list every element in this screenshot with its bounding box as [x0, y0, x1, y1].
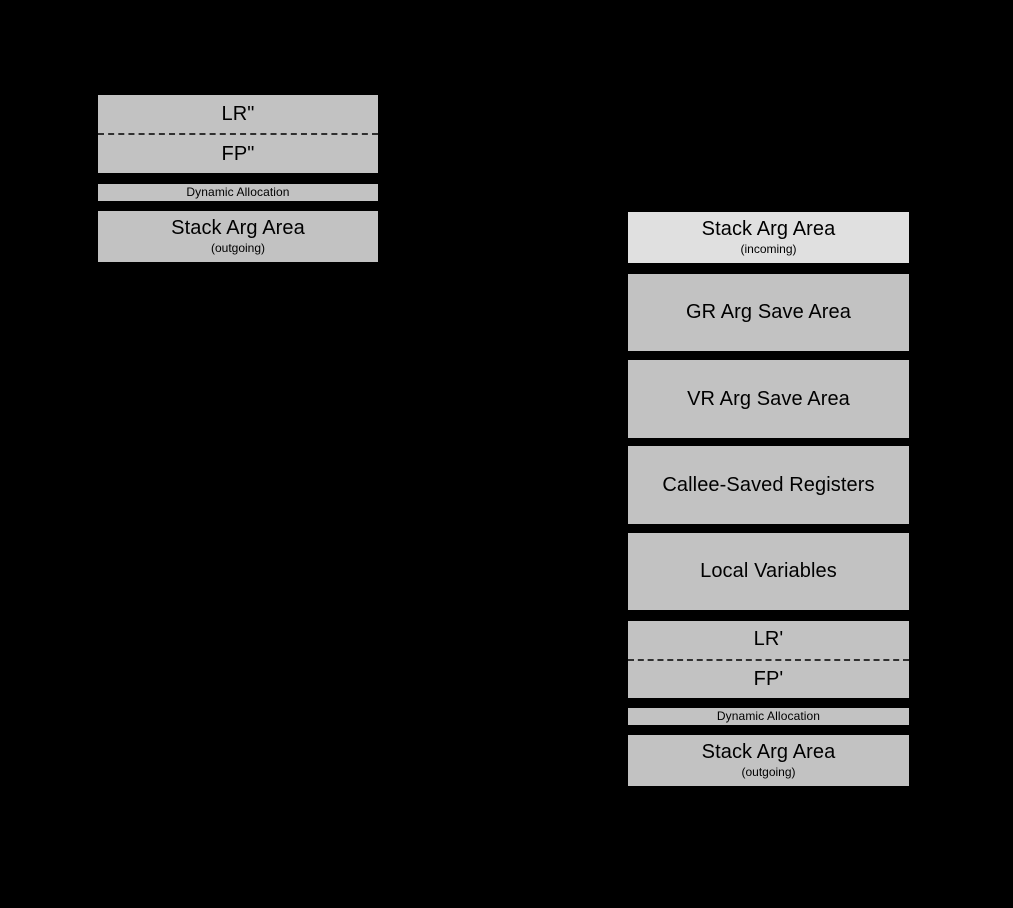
- block-label-stack-arg-area: Stack Arg Area: [701, 217, 836, 240]
- split-half-lr: LR": [98, 95, 378, 133]
- split-half-fp: FP': [628, 661, 909, 699]
- block-label-stack-arg-area: Stack Arg Area: [171, 216, 305, 239]
- block-stack-arg-area-outgoing-current: Stack Arg Area (outgoing): [625, 732, 912, 789]
- split-half-fp: FP": [98, 135, 378, 173]
- block-label-callee-saved-registers: Callee-Saved Registers: [662, 473, 875, 496]
- block-sublabel-outgoing: (outgoing): [741, 764, 796, 779]
- block-label-dynamic-allocation: Dynamic Allocation: [186, 185, 290, 200]
- block-stack-arg-area-incoming: Stack Arg Area (incoming): [625, 209, 912, 266]
- block-sublabel-incoming: (incoming): [740, 241, 797, 256]
- block-lr-fp-saved-double-prime: LR" FP": [95, 92, 381, 176]
- block-vr-arg-save-area: VR Arg Save Area: [625, 357, 912, 441]
- block-sublabel-outgoing: (outgoing): [210, 240, 266, 255]
- block-label-dynamic-allocation: Dynamic Allocation: [716, 709, 821, 724]
- block-dynamic-allocation-current: Dynamic Allocation: [625, 705, 912, 728]
- block-gr-arg-save-area: GR Arg Save Area: [625, 271, 912, 354]
- block-lr-fp-saved-prime: LR' FP': [625, 618, 912, 701]
- block-label-gr-arg-save-area: GR Arg Save Area: [685, 301, 852, 323]
- block-label-fp-prime: FP': [753, 667, 784, 690]
- split-half-lr: LR': [628, 621, 909, 659]
- dashed-divider: [98, 133, 378, 135]
- block-dynamic-allocation-caller: Dynamic Allocation: [95, 181, 381, 204]
- block-label-vr-arg-save-area: VR Arg Save Area: [687, 387, 850, 410]
- block-label-stack-arg-area: Stack Arg Area: [701, 740, 836, 763]
- block-label-local-variables: Local Variables: [700, 560, 837, 582]
- dashed-divider: [628, 658, 909, 661]
- block-stack-arg-area-outgoing-caller: Stack Arg Area (outgoing): [95, 208, 381, 265]
- block-label-fp-double-prime: FP": [221, 142, 255, 165]
- block-callee-saved-registers: Callee-Saved Registers: [625, 443, 912, 527]
- block-local-variables: Local Variables: [625, 530, 912, 613]
- block-label-lr-double-prime: LR": [221, 102, 255, 125]
- block-label-lr-prime: LR': [753, 628, 784, 651]
